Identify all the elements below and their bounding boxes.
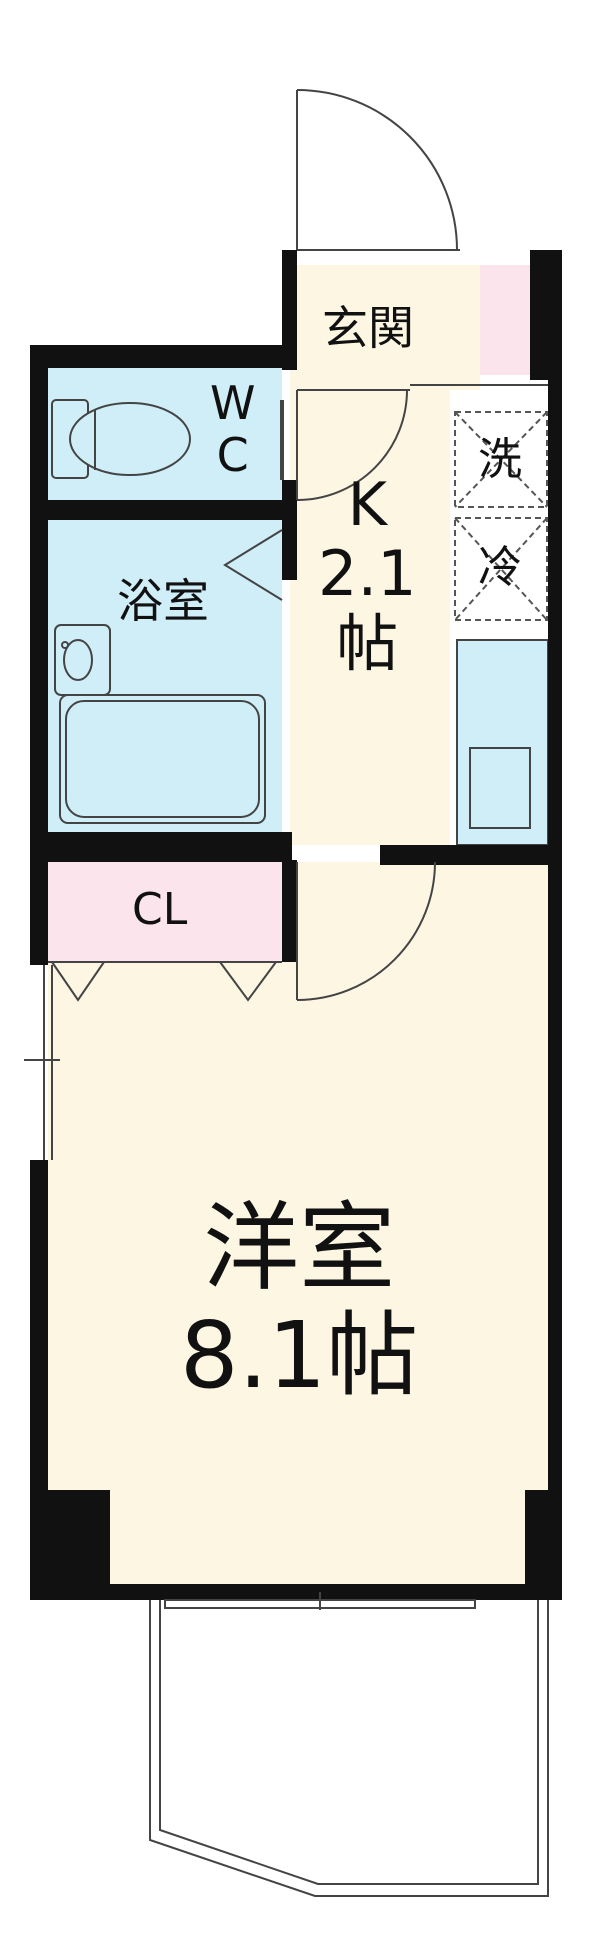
fridge-label: 冷	[478, 542, 522, 593]
entrance-pink-strip	[480, 265, 530, 375]
kitchen-label: K 2.1 帖	[318, 475, 417, 675]
toilet-icon	[51, 399, 191, 479]
kitchen-unit: 帖	[336, 607, 399, 680]
left-window	[24, 965, 60, 1160]
room-door	[296, 861, 436, 1001]
western-room-name: 洋室	[203, 1192, 396, 1304]
closet-doors	[48, 961, 282, 1002]
washbasin-icon	[54, 624, 111, 696]
wc-label-bottom: C	[216, 428, 249, 482]
wc-label-top: W	[210, 376, 256, 430]
closet-floor	[48, 862, 282, 962]
entrance-floor	[290, 265, 480, 390]
closet-label: CL	[132, 884, 188, 935]
bath-door	[223, 529, 283, 601]
bath-label: 浴室	[117, 574, 209, 628]
kitchen-counter	[456, 639, 549, 846]
balcony	[149, 1592, 549, 1897]
wc-door	[296, 389, 408, 501]
walls	[30, 250, 562, 1600]
entrance-door	[296, 89, 460, 251]
wc-label: W C	[210, 380, 255, 478]
kitchen-name: K	[347, 470, 387, 540]
kitchen-floor	[290, 390, 450, 845]
kitchen-size: 2.1	[318, 537, 417, 610]
washer-label: 洗	[478, 434, 522, 485]
entrance-label: 玄関	[322, 301, 414, 355]
western-room-label: 洋室 8.1帖	[180, 1200, 418, 1402]
appliance-boxes	[454, 411, 548, 621]
stove-icon	[469, 747, 531, 829]
bathtub-icon	[59, 694, 266, 824]
western-room-size: 8.1帖	[180, 1302, 419, 1409]
